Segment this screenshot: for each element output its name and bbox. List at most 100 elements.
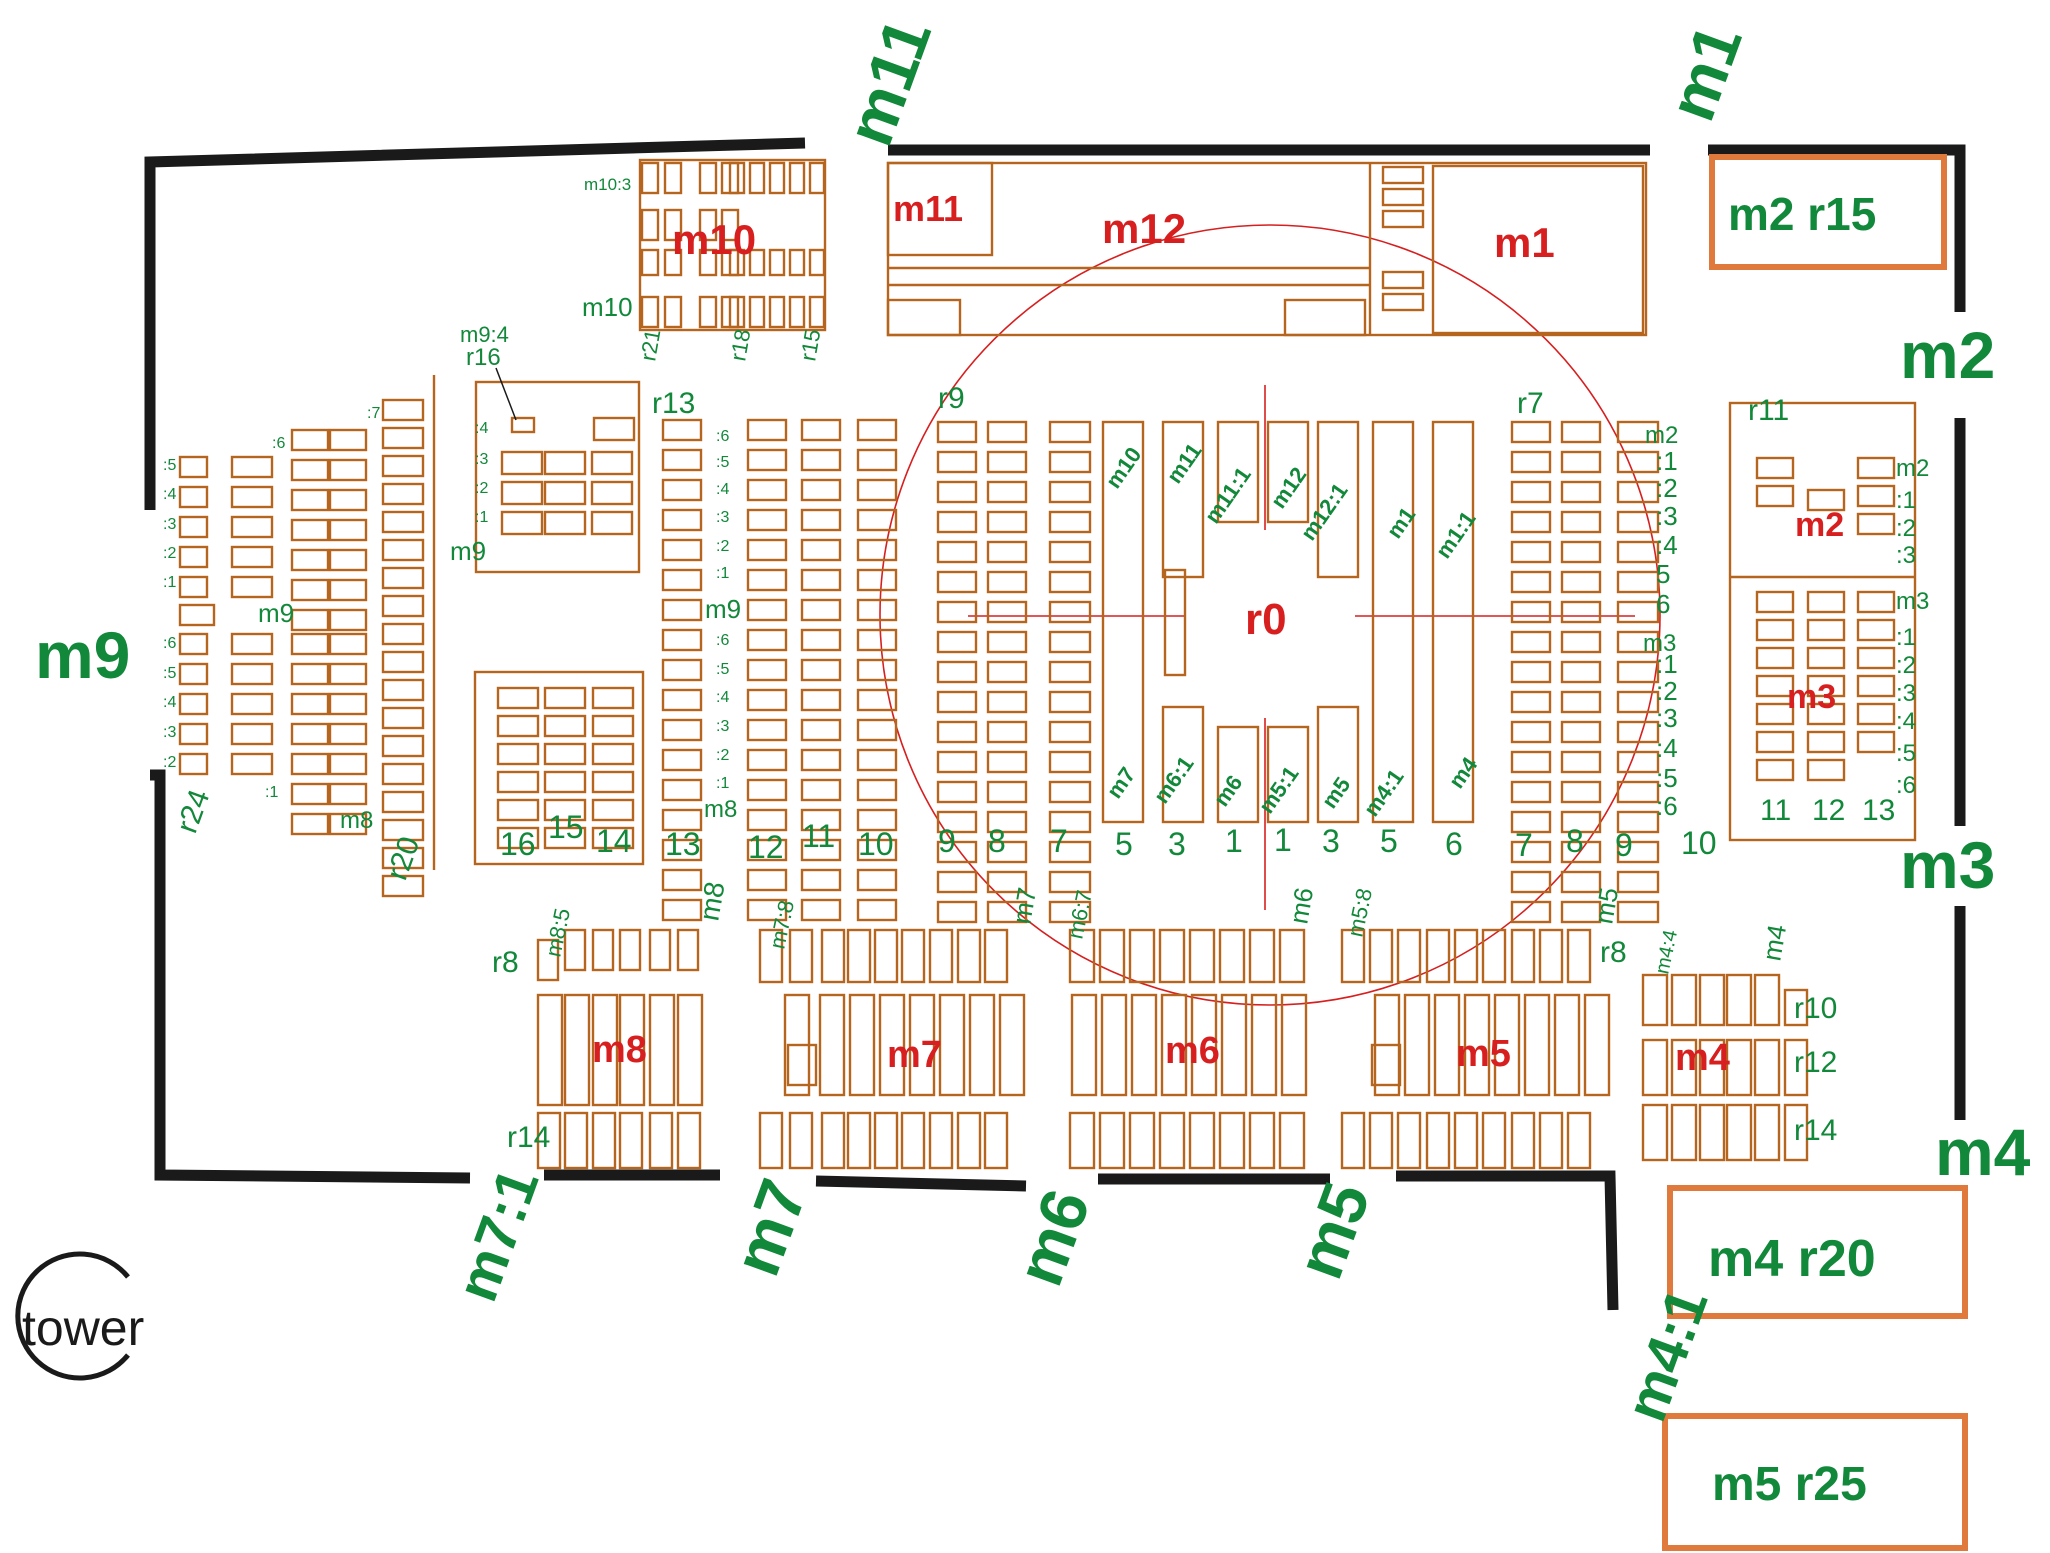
rack-cell (983, 928, 1009, 984)
rack-cell (290, 578, 330, 602)
rack-cell (230, 692, 274, 716)
rack-cell (290, 812, 330, 836)
rack-cell (1220, 993, 1248, 1097)
label-m8-c: m8 (693, 879, 730, 923)
rack-cell (290, 662, 330, 686)
rack-cell (1068, 928, 1096, 984)
rack-cell (1128, 1111, 1156, 1170)
rack-cell (800, 778, 842, 802)
rack-cell (230, 632, 274, 656)
rack-cell (878, 993, 906, 1097)
colon-label: :6 (716, 428, 729, 445)
rack-cell (936, 840, 978, 864)
rack-cell (1616, 780, 1660, 804)
rack-cell (1340, 928, 1366, 984)
rack-cell (1510, 630, 1552, 654)
rack-cell (1755, 730, 1795, 754)
rack-cell (1755, 618, 1795, 642)
zone-labels: m10 m11 m12 m1 m2 m3 r0 m8 m7 m6 m5 m4 (592, 188, 1844, 1079)
rack-cell (800, 868, 842, 892)
aisle-number: 1 (1274, 822, 1292, 858)
rack-cell (178, 575, 209, 599)
zone-label-r0: r0 (1245, 595, 1287, 644)
colon-label: :3 (163, 724, 176, 741)
colon-label: :4 (163, 694, 176, 711)
exit-box-m2-r15 (1709, 154, 1947, 270)
rack-cell (746, 538, 788, 562)
zone-label-m1: m1 (1494, 219, 1555, 266)
rack-cell (1425, 928, 1451, 984)
rack-cell (698, 295, 718, 329)
rack-cell (758, 1111, 784, 1170)
colon-label: :2 (475, 480, 488, 497)
row-label-r15: r15 (795, 327, 825, 363)
rack-cell (1725, 1103, 1753, 1162)
rack-cell (698, 208, 718, 242)
rack-cell (800, 448, 842, 472)
rack-cell (328, 428, 368, 452)
rack-cell (1403, 993, 1431, 1097)
rack-cell (1396, 928, 1422, 984)
rack-cell (618, 993, 646, 1107)
rack-cell (986, 600, 1028, 624)
rack-cell (328, 548, 368, 572)
rack-cell (328, 578, 368, 602)
rack-cell (936, 810, 978, 834)
aisle-number: 16 (500, 826, 536, 862)
rack-cell (1188, 1111, 1216, 1170)
rack-cell (986, 630, 1028, 654)
colon-label: :5 (1896, 740, 1916, 767)
rack-cell (986, 750, 1028, 774)
aisle-number: 9 (938, 823, 956, 859)
rack-cell (230, 662, 274, 686)
zone-label-m12: m12 (1102, 205, 1186, 252)
rack-cell (698, 248, 718, 277)
rack-cell (1560, 900, 1602, 924)
rack-cell (788, 248, 806, 277)
rack-cell (800, 628, 842, 652)
rack-cell (381, 594, 425, 618)
label-m8-a: m8 (340, 807, 373, 834)
rack-cell (543, 450, 587, 476)
zone-label-m6: m6 (1165, 1030, 1220, 1072)
rack-cell (1070, 993, 1098, 1097)
rack-cell (936, 900, 978, 924)
rack-cell (1583, 993, 1611, 1097)
rack-cell (381, 762, 425, 786)
rack-cell (956, 1111, 982, 1170)
rack-cell (663, 161, 683, 195)
rack-cell (746, 658, 788, 682)
label-m4-r20: m4 r20 (1708, 1230, 1876, 1288)
rack-cell (1560, 870, 1602, 894)
rack-cell (800, 658, 842, 682)
rack-cell (1616, 840, 1660, 864)
colon-label: :2 (163, 545, 176, 562)
rack-cell (938, 993, 966, 1097)
rack-cell (1560, 540, 1602, 564)
rack-cell (800, 688, 842, 712)
rack-cell (290, 458, 330, 482)
exit-label-m4-1: m4:1 (1613, 1280, 1720, 1429)
rack-cell (496, 686, 540, 710)
rack-cell (1806, 618, 1846, 642)
rack-cell (543, 714, 587, 738)
rack-cell (590, 450, 634, 476)
rack-cell (178, 603, 216, 627)
rack-cell (758, 928, 784, 984)
rack-cell (800, 538, 842, 562)
rack-cell (328, 692, 368, 716)
rack-cell (1278, 928, 1306, 984)
rack-cell (1510, 900, 1552, 924)
center-diag-label: m7 (1102, 762, 1141, 802)
colon-label: :2 (716, 747, 729, 764)
rack-cell (1510, 1111, 1536, 1170)
rack-cell (1248, 928, 1276, 984)
rack-cell (290, 632, 330, 656)
rack-cell (728, 161, 746, 195)
rack-cell (290, 548, 330, 572)
rack-cell (381, 398, 425, 422)
rack-cell (661, 688, 703, 712)
rack-cell (1698, 1103, 1726, 1162)
rack-cell (936, 870, 978, 894)
rack-cell (543, 798, 587, 822)
